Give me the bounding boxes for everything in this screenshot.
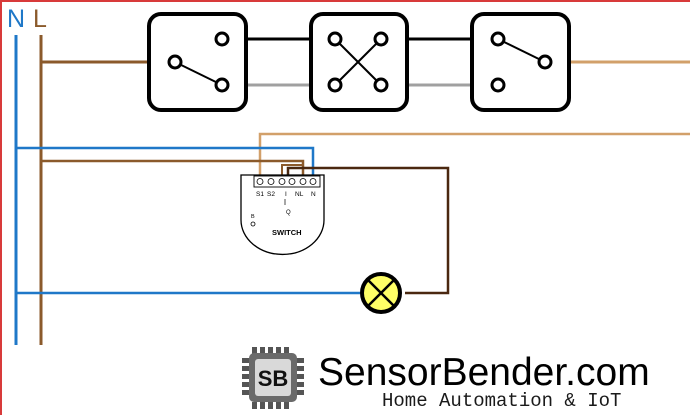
terminal [490, 77, 506, 93]
terminal [373, 31, 389, 47]
terminal-label-i: I [285, 191, 287, 198]
module-terminal [267, 178, 275, 185]
module-live-wire [41, 159, 305, 178]
terminal-label-s2: S2 [267, 191, 275, 198]
module-terminal-block [253, 175, 321, 188]
terminal [214, 77, 230, 93]
q-label: Q [286, 210, 291, 216]
terminal [490, 31, 506, 47]
live-label: L [33, 5, 47, 33]
module-terminal [256, 178, 264, 185]
relay-module [240, 174, 325, 255]
terminal-label-s1: S1 [256, 191, 264, 198]
module-neutral-wire [16, 146, 315, 178]
terminal [373, 77, 389, 93]
b-button-icon [250, 221, 256, 227]
live-jumper-wire [281, 164, 303, 178]
module-terminal [288, 178, 296, 185]
two-way-switch-left [147, 12, 248, 112]
terminal [214, 31, 230, 47]
module-terminal [278, 178, 286, 185]
module-name: SWITCH [272, 228, 302, 237]
intermediate-cross-b [334, 38, 382, 86]
logo-text: SB [258, 366, 289, 391]
terminal-label-n: N [311, 191, 316, 198]
brand-name: SensorBender.com [318, 351, 650, 394]
neutral-label: N [7, 5, 25, 33]
chip-logo-icon: SB [242, 347, 304, 409]
terminal [537, 54, 553, 70]
switch-left-contact [174, 61, 223, 86]
switched-live-return-wire [258, 132, 690, 178]
terminal-label-nl: NL [295, 191, 304, 198]
lamp-feed-wire [286, 166, 450, 295]
lamp-cross-b [367, 279, 395, 307]
module-terminal [309, 178, 317, 185]
terminal [327, 77, 343, 93]
terminal [327, 31, 343, 47]
switch-right-contact [497, 38, 546, 63]
two-way-switch-right [470, 12, 571, 112]
brand-tagline: Home Automation & IoT [382, 390, 621, 412]
module-terminal [299, 178, 307, 185]
b-label: B [251, 214, 255, 220]
terminal [167, 54, 183, 70]
